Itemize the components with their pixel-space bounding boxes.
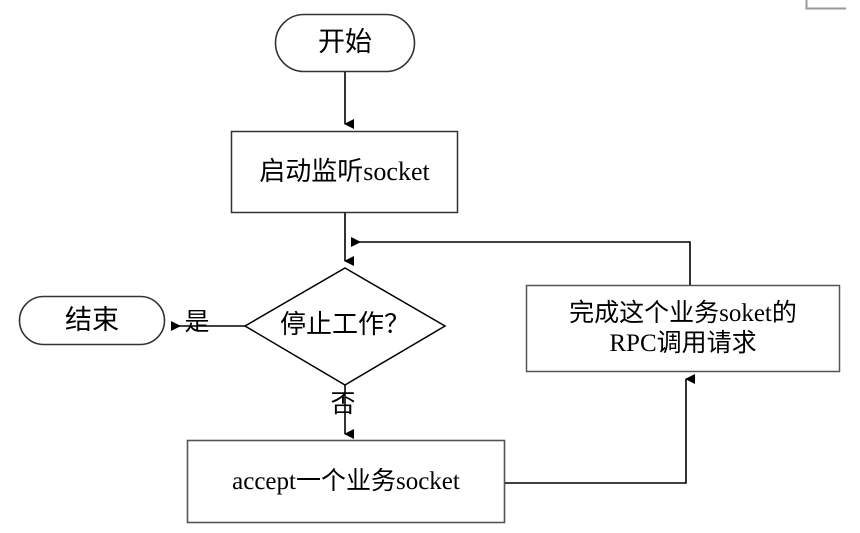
edge-rpc-to-decision-loop: [351, 237, 691, 285]
edge-accept-to-rpc: [505, 374, 695, 484]
decision-node-shape[interactable]: [243, 267, 447, 386]
rpc-call-node-shape[interactable]: [525, 284, 841, 373]
end-node-shape[interactable]: [18, 295, 166, 346]
accept-socket-node-shape[interactable]: [186, 439, 506, 524]
crop-artifact-corner: [805, 0, 846, 10]
start-node-shape[interactable]: [274, 13, 416, 73]
listen-socket-node-shape[interactable]: [230, 130, 459, 214]
